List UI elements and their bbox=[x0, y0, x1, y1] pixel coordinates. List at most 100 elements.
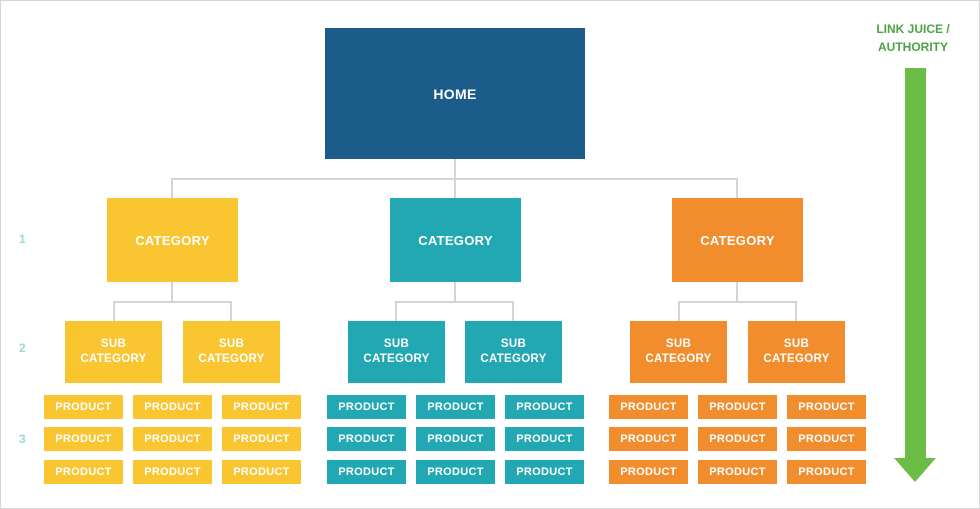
connector-sub2b-up bbox=[512, 301, 514, 321]
product-node: PRODUCT bbox=[327, 395, 406, 419]
product-label: PRODUCT bbox=[338, 401, 395, 413]
category-label: CATEGORY bbox=[418, 232, 493, 248]
product-node: PRODUCT bbox=[698, 427, 777, 451]
product-node: PRODUCT bbox=[133, 395, 212, 419]
category-node-orange: CATEGORY bbox=[672, 198, 803, 282]
link-juice-line2: AUTHORITY bbox=[878, 40, 948, 54]
product-node: PRODUCT bbox=[505, 460, 584, 484]
product-node: PRODUCT bbox=[44, 395, 123, 419]
connector-sub2a-up bbox=[395, 301, 397, 321]
category-node-teal: CATEGORY bbox=[390, 198, 521, 282]
product-node: PRODUCT bbox=[416, 395, 495, 419]
product-node: PRODUCT bbox=[609, 427, 688, 451]
subcategory-node: SUB CATEGORY bbox=[348, 321, 445, 383]
product-node: PRODUCT bbox=[787, 460, 866, 484]
product-label: PRODUCT bbox=[709, 433, 766, 445]
subcategory-node: SUB CATEGORY bbox=[65, 321, 162, 383]
connector-sub3-horizontal bbox=[678, 301, 797, 303]
product-node: PRODUCT bbox=[416, 460, 495, 484]
subcategory-line1: SUB bbox=[100, 338, 127, 350]
subcategory-node: SUB CATEGORY bbox=[183, 321, 280, 383]
product-node: PRODUCT bbox=[327, 460, 406, 484]
product-label: PRODUCT bbox=[144, 433, 201, 445]
product-label: PRODUCT bbox=[620, 433, 677, 445]
product-node: PRODUCT bbox=[698, 395, 777, 419]
connector-sub1a-up bbox=[113, 301, 115, 321]
connector-cat1-up bbox=[171, 178, 173, 198]
connector-sub3b-up bbox=[795, 301, 797, 321]
product-node: PRODUCT bbox=[222, 460, 301, 484]
product-node: PRODUCT bbox=[609, 395, 688, 419]
subcategory-line2: CATEGORY bbox=[480, 353, 547, 365]
product-label: PRODUCT bbox=[709, 466, 766, 478]
connector-sub1-horizontal bbox=[113, 301, 232, 303]
product-label: PRODUCT bbox=[233, 433, 290, 445]
connector-cat1-down bbox=[171, 282, 173, 302]
product-node: PRODUCT bbox=[44, 427, 123, 451]
product-node: PRODUCT bbox=[787, 427, 866, 451]
level-number-3: 3 bbox=[19, 432, 26, 446]
category-label: CATEGORY bbox=[135, 232, 210, 248]
category-label: CATEGORY bbox=[700, 232, 775, 248]
product-node: PRODUCT bbox=[505, 427, 584, 451]
product-label: PRODUCT bbox=[427, 466, 484, 478]
product-label: PRODUCT bbox=[144, 401, 201, 413]
home-label: HOME bbox=[433, 85, 477, 102]
level-number-1: 1 bbox=[19, 232, 26, 246]
product-label: PRODUCT bbox=[620, 401, 677, 413]
subcategory-node: SUB CATEGORY bbox=[748, 321, 845, 383]
product-label: PRODUCT bbox=[516, 433, 573, 445]
connector-cat2-down bbox=[454, 282, 456, 302]
product-label: PRODUCT bbox=[233, 401, 290, 413]
connector-cat2-up bbox=[454, 178, 456, 198]
product-label: PRODUCT bbox=[55, 466, 112, 478]
product-node: PRODUCT bbox=[44, 460, 123, 484]
subcategory-line1: SUB bbox=[383, 338, 410, 350]
product-label: PRODUCT bbox=[516, 466, 573, 478]
product-label: PRODUCT bbox=[798, 433, 855, 445]
product-node: PRODUCT bbox=[327, 427, 406, 451]
subcategory-line1: SUB bbox=[218, 338, 245, 350]
subcategory-line1: SUB bbox=[783, 338, 810, 350]
product-label: PRODUCT bbox=[427, 401, 484, 413]
subcategory-line2: CATEGORY bbox=[363, 353, 430, 365]
link-juice-label: LINK JUICE / AUTHORITY bbox=[858, 20, 968, 56]
subcategory-line2: CATEGORY bbox=[198, 353, 265, 365]
product-label: PRODUCT bbox=[55, 433, 112, 445]
connector-sub2-horizontal bbox=[395, 301, 514, 303]
product-node: PRODUCT bbox=[609, 460, 688, 484]
product-label: PRODUCT bbox=[233, 466, 290, 478]
product-node: PRODUCT bbox=[222, 427, 301, 451]
product-node: PRODUCT bbox=[416, 427, 495, 451]
product-label: PRODUCT bbox=[516, 401, 573, 413]
product-node: PRODUCT bbox=[698, 460, 777, 484]
product-node: PRODUCT bbox=[505, 395, 584, 419]
product-label: PRODUCT bbox=[338, 433, 395, 445]
product-label: PRODUCT bbox=[798, 401, 855, 413]
product-label: PRODUCT bbox=[55, 401, 112, 413]
link-juice-line1: LINK JUICE / bbox=[876, 22, 950, 36]
connector-sub3a-up bbox=[678, 301, 680, 321]
product-label: PRODUCT bbox=[427, 433, 484, 445]
connector-cat3-down bbox=[736, 282, 738, 302]
down-arrow-icon bbox=[905, 68, 926, 460]
arrow-head-icon bbox=[894, 458, 936, 482]
product-node: PRODUCT bbox=[133, 427, 212, 451]
product-node: PRODUCT bbox=[222, 395, 301, 419]
subcategory-line2: CATEGORY bbox=[645, 353, 712, 365]
subcategory-line2: CATEGORY bbox=[763, 353, 830, 365]
connector-home-down bbox=[454, 159, 456, 179]
subcategory-node: SUB CATEGORY bbox=[465, 321, 562, 383]
product-node: PRODUCT bbox=[787, 395, 866, 419]
product-label: PRODUCT bbox=[709, 401, 766, 413]
subcategory-line1: SUB bbox=[500, 338, 527, 350]
product-label: PRODUCT bbox=[620, 466, 677, 478]
connector-cat3-up bbox=[736, 178, 738, 198]
subcategory-line2: CATEGORY bbox=[80, 353, 147, 365]
home-node: HOME bbox=[325, 28, 585, 159]
product-node: PRODUCT bbox=[133, 460, 212, 484]
product-label: PRODUCT bbox=[144, 466, 201, 478]
product-label: PRODUCT bbox=[798, 466, 855, 478]
subcategory-line1: SUB bbox=[665, 338, 692, 350]
subcategory-node: SUB CATEGORY bbox=[630, 321, 727, 383]
